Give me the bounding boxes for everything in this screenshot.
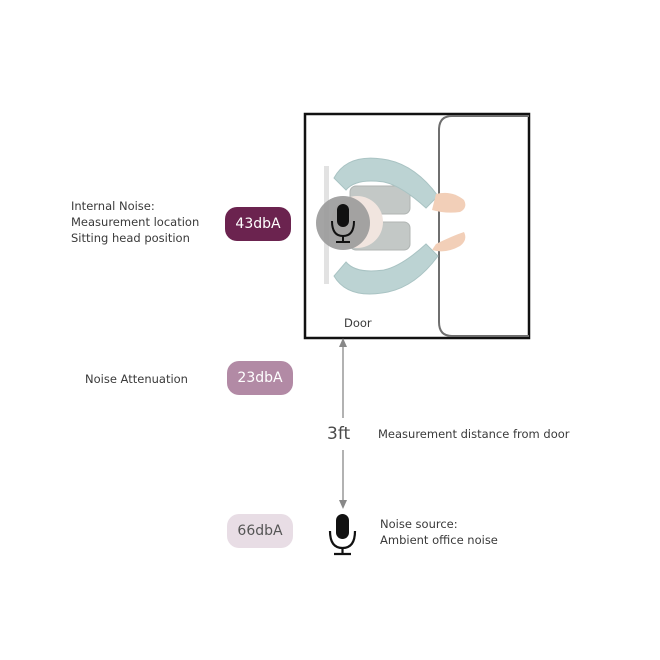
internal-noise-location: Measurement location — [71, 215, 200, 229]
distance-arrow — [339, 338, 347, 509]
internal-noise-position: Sitting head position — [71, 231, 190, 245]
internal-noise-title: Internal Noise: — [71, 199, 155, 213]
door-panel — [438, 115, 529, 337]
attenuation-label: Noise Attenuation — [85, 372, 188, 386]
distance-label: Measurement distance from door — [378, 427, 570, 441]
noise-source-description: Ambient office noise — [380, 533, 498, 547]
noise-source-title: Noise source: — [380, 517, 458, 531]
measurement-microphone-icon — [316, 196, 370, 250]
door-label: Door — [344, 316, 372, 330]
distance-value: 3ft — [327, 424, 351, 444]
ambient-noise-badge: 66dbA — [227, 514, 293, 548]
source-microphone-icon — [328, 514, 357, 556]
room-outline — [303, 112, 531, 340]
internal-noise-badge: 43dbA — [225, 207, 291, 241]
attenuation-badge: 23dbA — [227, 361, 293, 395]
